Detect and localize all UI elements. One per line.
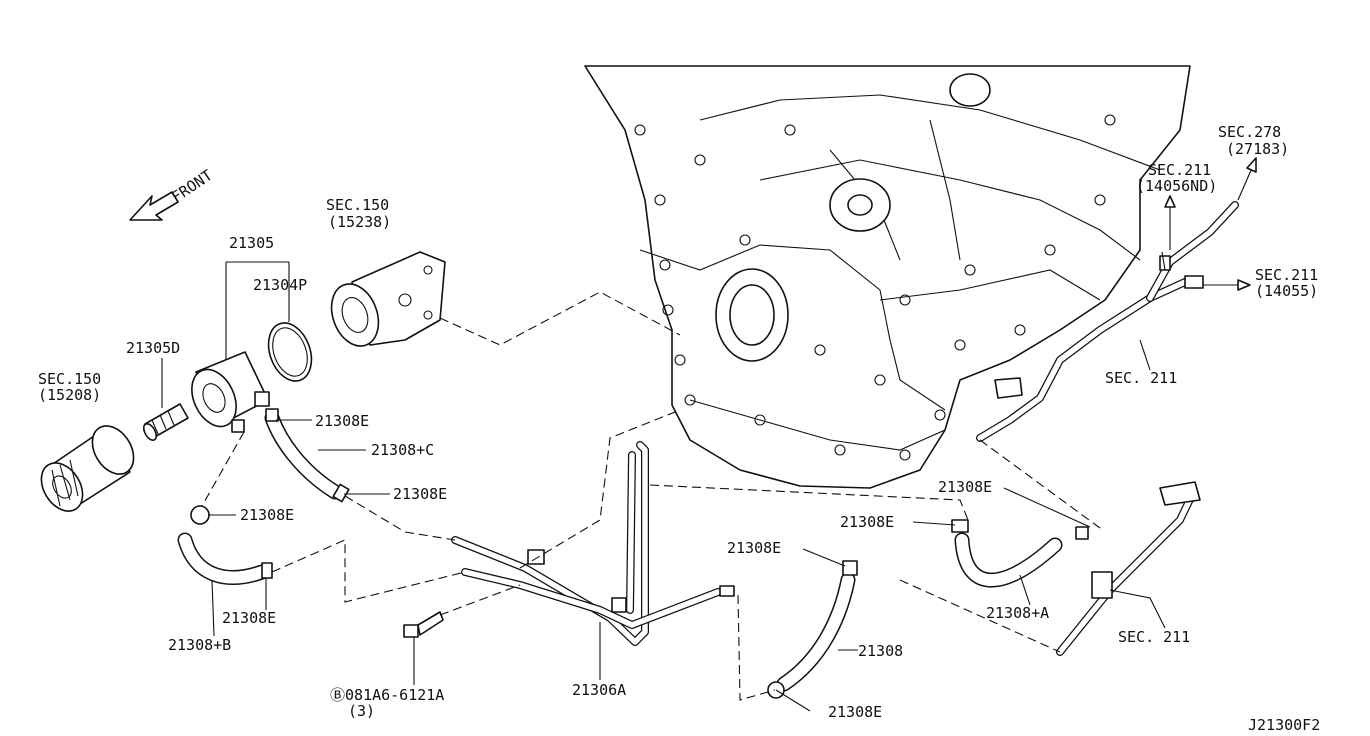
label-21308e-2: 21308E bbox=[393, 485, 447, 503]
label-21304p: 21304P bbox=[253, 276, 307, 294]
label-21305: 21305 bbox=[229, 234, 274, 252]
oil-filter bbox=[40, 425, 135, 512]
label-sec211-right: SEC.211 bbox=[1255, 266, 1318, 284]
label-sec211-lower: SEC. 211 bbox=[1118, 628, 1190, 646]
label-21308b: 21308+B bbox=[168, 636, 231, 654]
label-21308e-7: 21308E bbox=[840, 513, 894, 531]
bolt bbox=[403, 611, 444, 638]
label-sec278: SEC.278 bbox=[1218, 123, 1281, 141]
front-arrow: FRONT bbox=[129, 166, 216, 221]
connector-21305d bbox=[142, 403, 189, 441]
filter-adapter bbox=[330, 251, 446, 347]
label-21308e-3: 21308E bbox=[240, 506, 294, 524]
label-21308e-1: 21308E bbox=[315, 412, 369, 430]
engine-block bbox=[584, 65, 1191, 489]
label-sec211-mid: SEC.211 bbox=[1148, 161, 1211, 179]
label-21308e-4: 21308E bbox=[222, 609, 276, 627]
diagram-code: J21300F2 bbox=[1248, 716, 1320, 734]
label-sec150-filter: SEC.150 bbox=[38, 370, 101, 388]
hose-21308 bbox=[767, 560, 858, 699]
oil-cooler bbox=[191, 351, 270, 433]
part-labels: SEC.150 (15238) 21305 21304P 21305D SEC.… bbox=[38, 123, 1320, 734]
label-bolt: Ⓑ081A6-6121A bbox=[330, 686, 444, 704]
hose-21308a bbox=[951, 519, 1089, 588]
label-21306a: 21306A bbox=[572, 681, 626, 699]
label-27183: (27183) bbox=[1226, 140, 1289, 158]
pipe-21306a bbox=[451, 441, 735, 646]
upper-pipe-sec211 bbox=[976, 201, 1239, 442]
hose-21308c bbox=[264, 408, 350, 503]
label-15208: (15208) bbox=[38, 386, 101, 404]
label-21308c: 21308+C bbox=[371, 441, 434, 459]
label-21305d: 21305D bbox=[126, 339, 180, 357]
label-14056nd: (14056ND) bbox=[1136, 177, 1217, 195]
front-label: FRONT bbox=[168, 166, 216, 206]
label-21308e-5: 21308E bbox=[727, 539, 781, 557]
label-21308e-8: 21308E bbox=[938, 478, 992, 496]
label-21308: 21308 bbox=[858, 642, 903, 660]
label-bolt-qty: (3) bbox=[348, 702, 375, 720]
dashed-connections bbox=[201, 291, 1101, 701]
o-ring bbox=[267, 322, 313, 382]
arrow-up-icon bbox=[1164, 195, 1176, 208]
leader-lines bbox=[161, 251, 1166, 712]
sec-arrows bbox=[1164, 157, 1257, 291]
hose-21308b bbox=[177, 505, 273, 585]
label-15238: (15238) bbox=[328, 213, 391, 231]
lower-pipe-sec211 bbox=[1056, 481, 1201, 656]
label-sec211-upper: SEC. 211 bbox=[1105, 369, 1177, 387]
label-21308a: 21308+A bbox=[986, 604, 1049, 622]
label-21308e-6: 21308E bbox=[828, 703, 882, 721]
arrow-right-icon bbox=[1237, 279, 1251, 291]
arrow-up-right-icon bbox=[1246, 157, 1257, 173]
label-14055: (14055) bbox=[1255, 282, 1318, 300]
label-sec150-adapter: SEC.150 bbox=[326, 196, 389, 214]
